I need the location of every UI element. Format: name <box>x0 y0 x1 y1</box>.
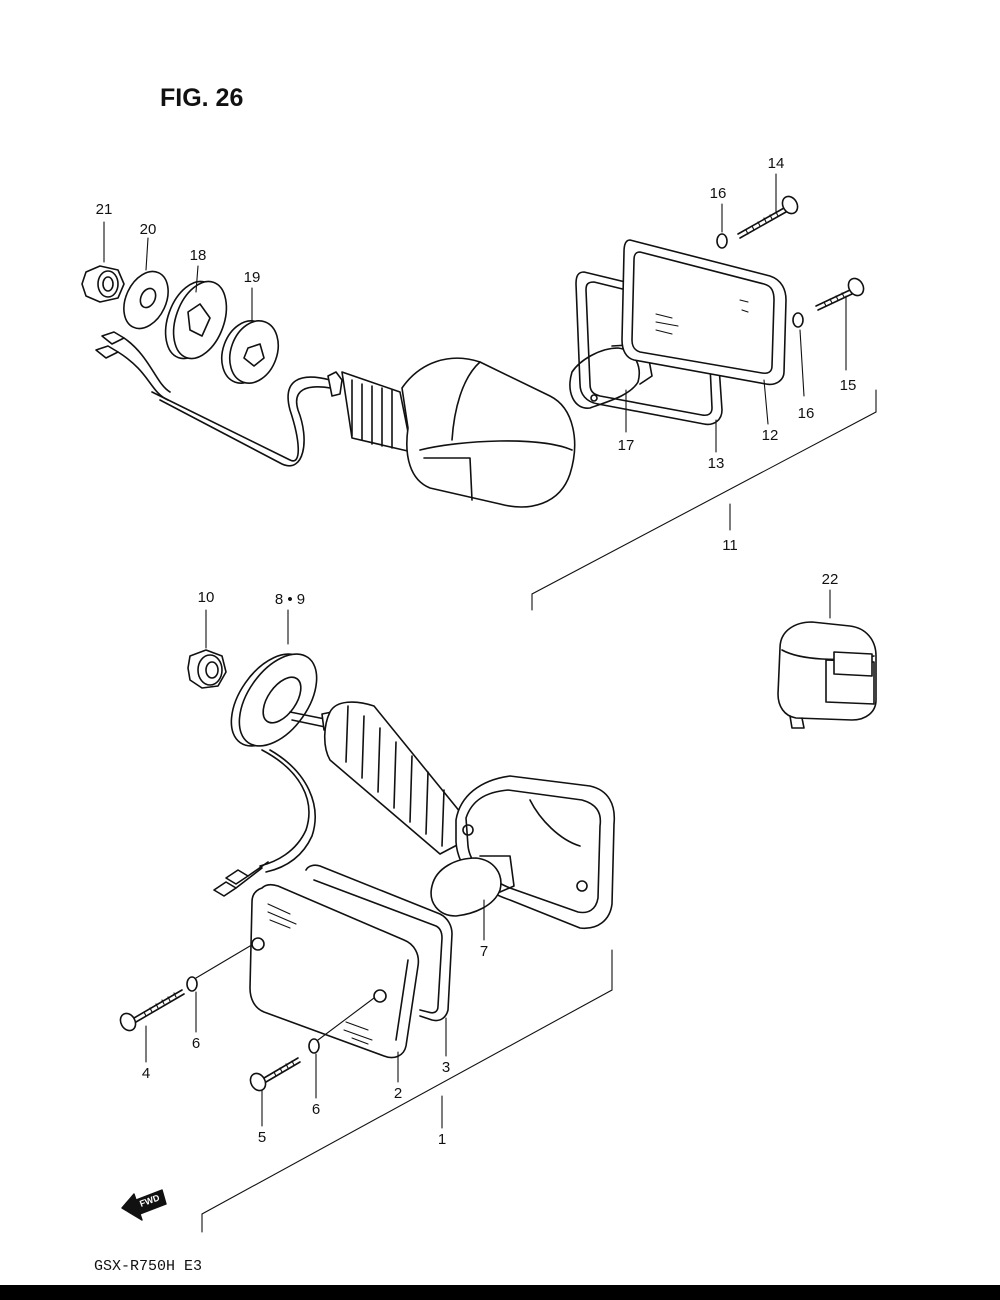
bottom-border-bar <box>0 1285 1000 1300</box>
callout-17: 17 <box>618 437 635 454</box>
callout-2: 2 <box>394 1085 402 1102</box>
callout-15: 15 <box>840 377 857 394</box>
callout-11: 11 <box>722 537 738 554</box>
callout-19: 19 <box>244 269 261 286</box>
callout-6-lower: 6 <box>312 1101 320 1118</box>
bracket-group-11 <box>531 389 877 611</box>
part-spacer-19 <box>220 320 280 384</box>
part-screw-14 <box>737 195 799 239</box>
front-turn-signal-assembly <box>119 609 616 1233</box>
callout-16-upper: 16 <box>710 185 727 202</box>
model-code: GSX-R750H E3 <box>94 1258 202 1275</box>
callout-5: 5 <box>258 1129 266 1146</box>
leader-lines-lower <box>145 609 485 1127</box>
callout-7: 7 <box>480 943 488 960</box>
wire-harness-lower <box>213 749 316 897</box>
part-nut-21 <box>81 265 125 303</box>
callout-13: 13 <box>708 455 725 472</box>
callout-22: 22 <box>822 571 839 588</box>
part-grommet-18 <box>164 280 228 360</box>
callout-1: 1 <box>438 1131 446 1148</box>
callout-3: 3 <box>442 1059 450 1076</box>
callout-16-lower: 16 <box>798 405 815 422</box>
callout-18: 18 <box>190 247 207 264</box>
callout-labels: 21 20 18 19 14 16 15 16 12 17 13 11 22 1… <box>96 155 857 1148</box>
callout-12: 12 <box>762 427 779 444</box>
callout-8-9: 8 • 9 <box>275 591 305 608</box>
part-gasket-3 <box>305 864 453 1022</box>
callout-10: 10 <box>198 589 215 606</box>
part-lamp-housing-upper <box>327 357 576 508</box>
callout-21: 21 <box>96 201 113 218</box>
part-washer-16-upper <box>716 233 728 249</box>
part-washer-6-upper <box>186 976 198 992</box>
part-washer-6-lower <box>308 1038 320 1054</box>
part-relay-22 <box>777 589 877 729</box>
wire-harness-upper <box>95 331 331 467</box>
rear-turn-signal-assembly <box>81 173 877 611</box>
part-lens-12 <box>621 239 787 386</box>
callout-4: 4 <box>142 1065 150 1082</box>
bracket-group-1 <box>201 949 613 1233</box>
part-screw-5 <box>249 1057 301 1092</box>
fwd-arrow-icon: FWD <box>121 1189 167 1221</box>
figure-title: FIG. 26 <box>160 84 243 112</box>
part-bulb-7 <box>430 855 515 917</box>
leader-lines-upper <box>103 173 847 453</box>
part-screw-15 <box>815 277 865 311</box>
part-nut-10 <box>187 649 227 689</box>
callout-14: 14 <box>768 155 785 172</box>
callout-6-upper: 6 <box>192 1035 200 1052</box>
callout-20: 20 <box>140 221 157 238</box>
part-washer-20 <box>123 270 169 330</box>
part-grommet-8-9 <box>230 653 318 747</box>
part-washer-16-lower <box>792 312 804 328</box>
part-screw-4 <box>119 989 185 1032</box>
